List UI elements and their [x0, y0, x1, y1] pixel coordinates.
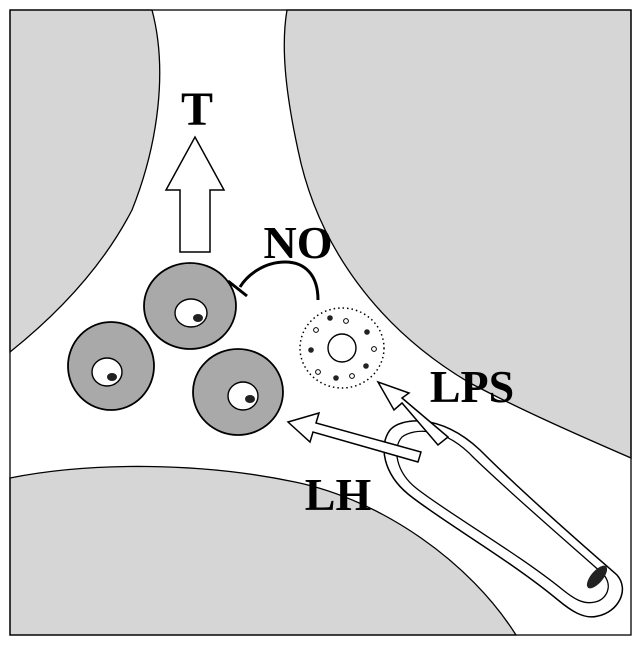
leydig-cell-icon: [193, 349, 283, 435]
leydig-cell-icon: [68, 322, 154, 410]
label-t: T: [181, 83, 213, 136]
leydig-cell-icon: [144, 263, 236, 349]
label-lps: LPS: [430, 361, 514, 412]
label-no: NO: [264, 217, 333, 268]
label-lh: LH: [305, 469, 372, 520]
macrophage-icon: [300, 308, 384, 388]
